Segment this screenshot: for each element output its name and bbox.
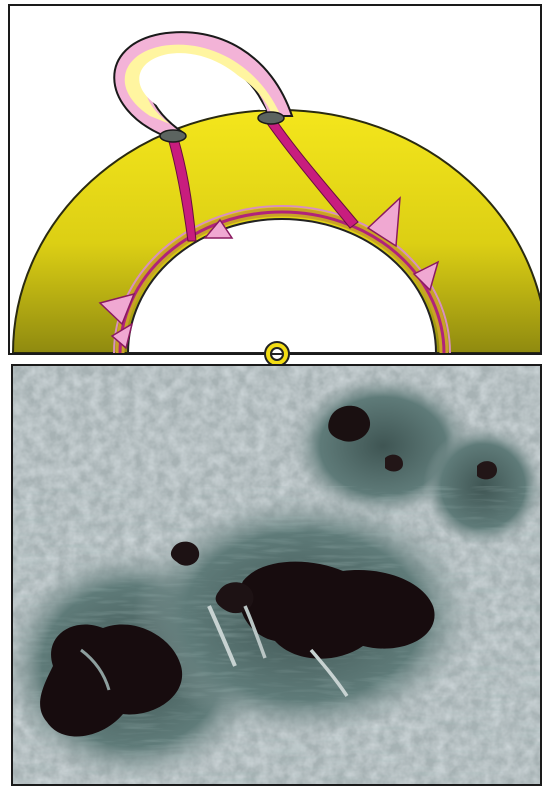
sunspot-footpoint-right [258,112,284,124]
cross-section-svg [10,6,540,353]
sunspot-image-svg [13,366,540,784]
umbra-right-small [477,461,497,479]
solar-cross-section-panel [8,4,542,355]
sunspot-image-panel [11,364,542,786]
sunspot-footpoint-left [160,130,186,142]
